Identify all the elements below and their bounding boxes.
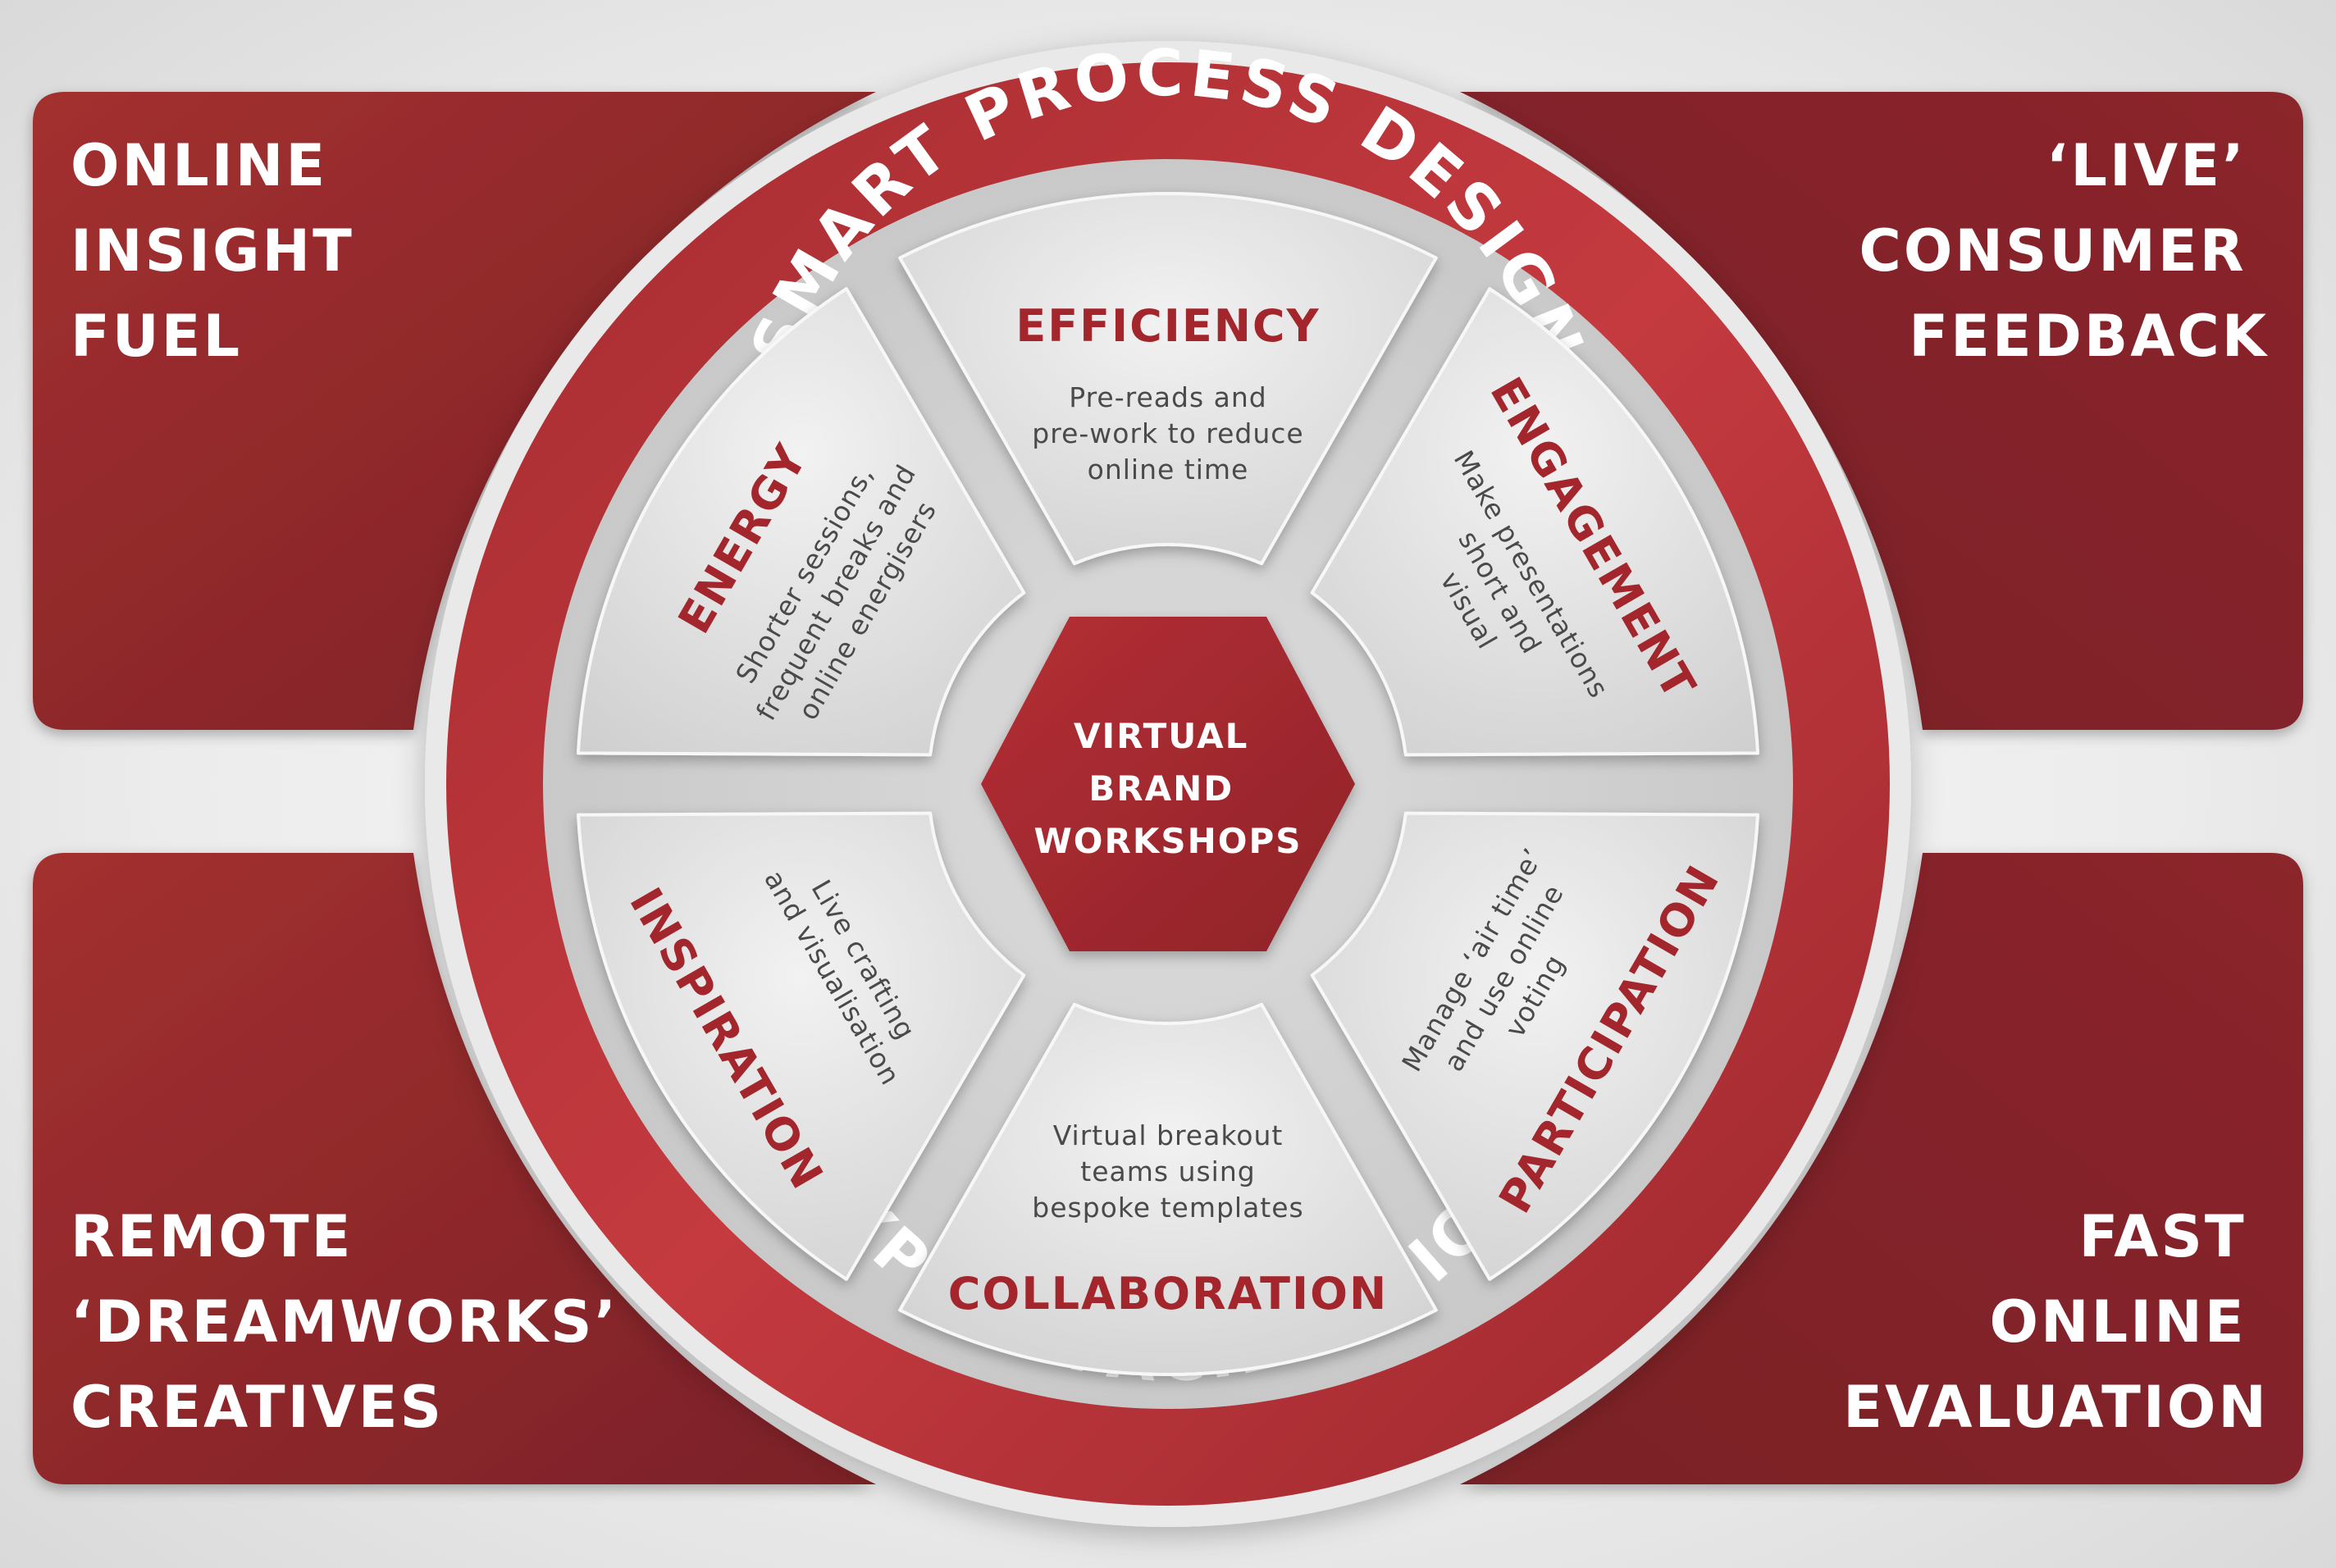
center-label: VIRTUAL BRAND WORKSHOPS bbox=[1033, 716, 1302, 861]
corner-text-bottom-right: FAST ONLINE EVALUATION bbox=[1843, 1203, 2269, 1441]
corner-panels bbox=[33, 92, 2303, 1484]
segment-shape-energy bbox=[576, 287, 1026, 757]
corner-texts: ONLINE INSIGHT FUEL ‘LIVE’ CONSUMER FEED… bbox=[71, 132, 2269, 1441]
segment-desc-line: online time bbox=[1088, 454, 1249, 485]
corner-panel-top-left bbox=[33, 92, 876, 730]
corner-panel-top-right bbox=[1460, 92, 2303, 730]
segment-text-efficiency: EFFICIENCY Pre-reads and pre-work to reduc… bbox=[1015, 300, 1320, 485]
segment-efficiency: EFFICIENCY Pre-reads and pre-work to reduc… bbox=[898, 192, 1438, 566]
corner-panel-bottom-right bbox=[1460, 853, 2303, 1484]
segment-collaboration: COLLABORATION Virtual breakout teams using… bbox=[898, 1002, 1438, 1376]
segment-shape-engagement bbox=[1310, 287, 1760, 757]
segment-title-collaboration: COLLABORATION bbox=[948, 1268, 1388, 1320]
center-hexagon bbox=[981, 617, 1355, 951]
segment-title-efficiency: EFFICIENCY bbox=[1015, 300, 1320, 352]
segment-shape-collaboration bbox=[898, 1002, 1438, 1376]
segment-desc-line: pre-work to reduce bbox=[1032, 417, 1303, 449]
corner-text-bottom-left: REMOTE ‘DREAMWORKS’ CREATIVES bbox=[71, 1203, 641, 1441]
segment-wheel: EFFICIENCY Pre-reads and pre-work to reduc… bbox=[576, 192, 1760, 1376]
center-hub: VIRTUAL BRAND WORKSHOPS bbox=[981, 617, 1355, 951]
corner-panel-bottom-left bbox=[33, 853, 876, 1484]
segment-shape-inspiration bbox=[576, 811, 1026, 1281]
segment-desc-line: Virtual breakout bbox=[1053, 1119, 1284, 1151]
segment-text-collaboration: COLLABORATION Virtual breakout teams using… bbox=[948, 1119, 1388, 1320]
corner-text-top-right: ‘LIVE’ CONSUMER FEEDBACK bbox=[1859, 132, 2269, 370]
segment-shape-participation bbox=[1310, 811, 1760, 1281]
segment-desc-line: Pre-reads and bbox=[1069, 381, 1266, 413]
segment-desc-line: teams using bbox=[1080, 1155, 1255, 1187]
segment-shape-efficiency bbox=[898, 192, 1438, 566]
corner-text-top-left: ONLINE INSIGHT FUEL bbox=[71, 132, 376, 370]
segment-desc-line: bespoke templates bbox=[1032, 1192, 1303, 1224]
